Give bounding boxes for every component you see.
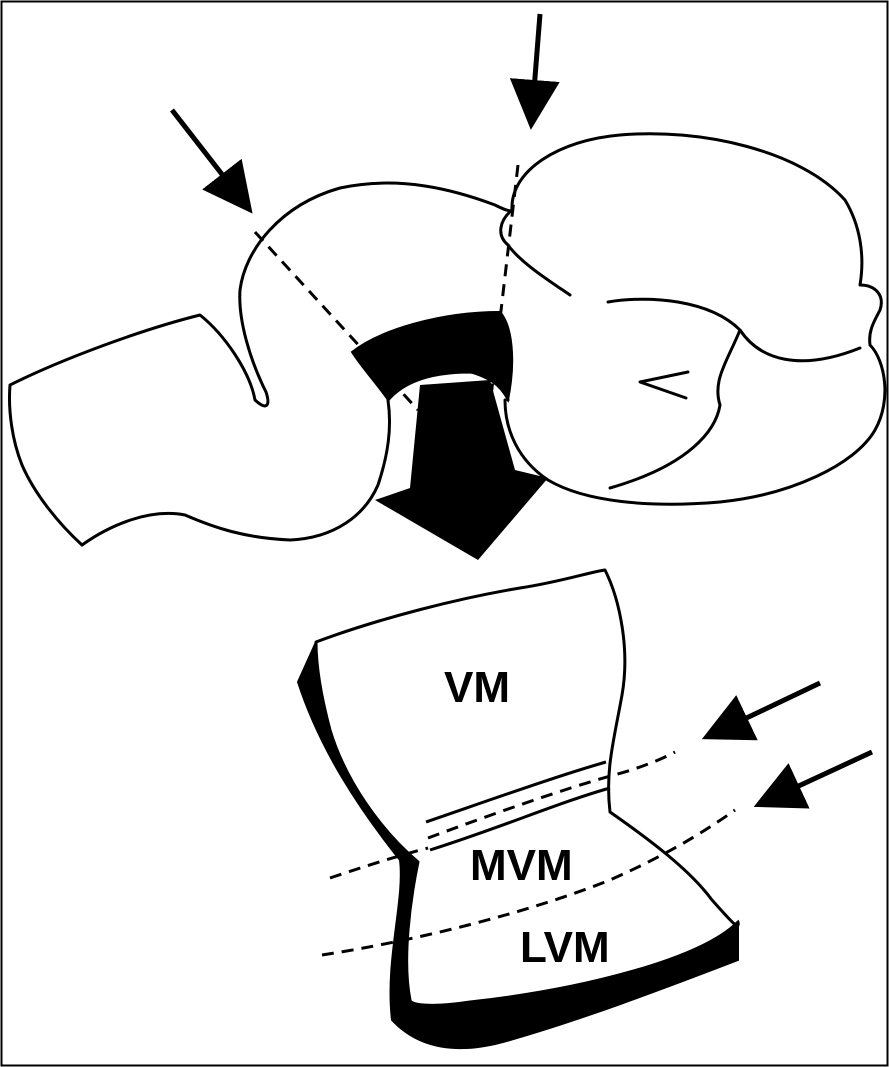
label-mvm: MVM <box>470 841 573 890</box>
label-vm: VM <box>444 663 510 712</box>
label-lvm: LVM <box>520 923 610 972</box>
